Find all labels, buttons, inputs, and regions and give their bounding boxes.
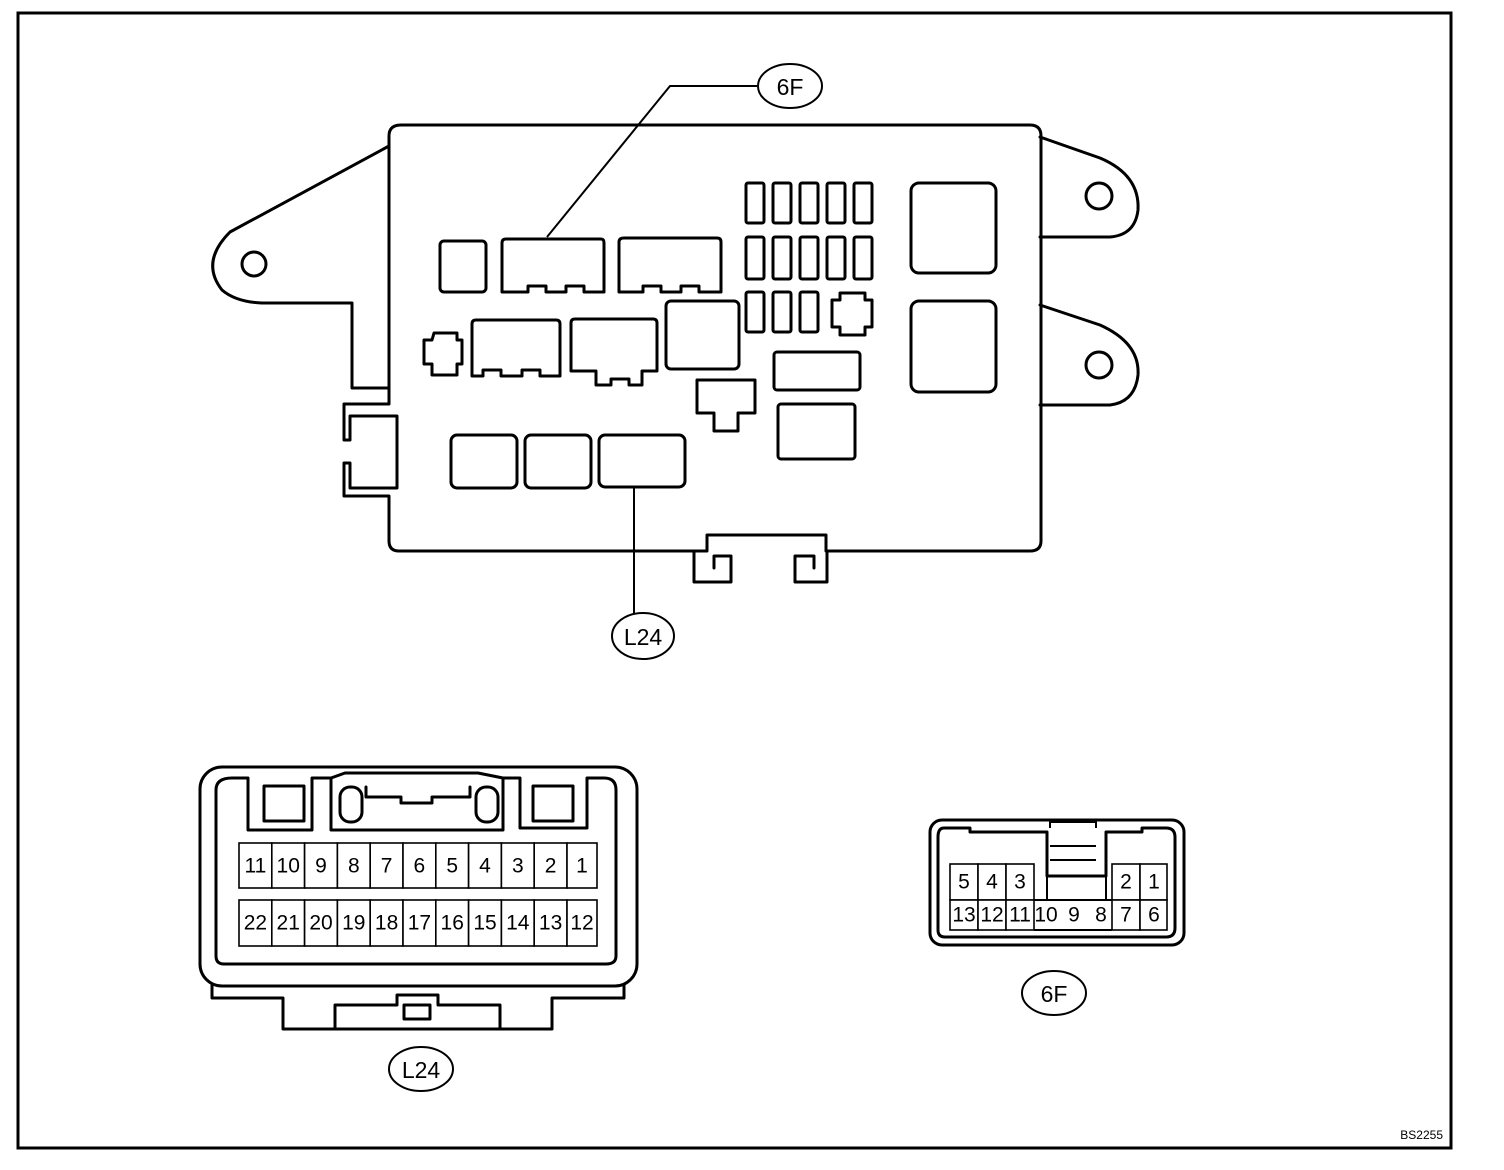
right-upper-bracket (1038, 135, 1140, 239)
round-relay (830, 291, 874, 337)
l24-window-left (262, 784, 306, 823)
bottom-tab-right (793, 549, 829, 584)
figure-code: BS2255 (1400, 1128, 1443, 1142)
6f-pin: 6 (1148, 904, 1160, 927)
socket-middle (569, 317, 659, 387)
6f-pin-row-1-right: 2 1 (1111, 863, 1168, 901)
relay-block (664, 299, 741, 371)
callout-6f-top-label: 6F (777, 74, 804, 100)
fuse-row-3 (744, 290, 820, 334)
6f-pin: 2 (1120, 871, 1132, 894)
bottom-tab-left (692, 549, 733, 584)
socket-middle-left (470, 318, 562, 378)
callout-l24-top: L24 (611, 612, 675, 660)
l24-pin: 13 (539, 912, 562, 935)
6f-pin: 9 (1068, 904, 1080, 927)
l24-pin: 17 (408, 912, 431, 935)
l24-pin: 20 (309, 912, 332, 935)
callout-l24-top-label: L24 (624, 624, 663, 650)
6f-pin: 11 (1009, 904, 1031, 927)
socket-l24 (597, 433, 687, 489)
connector-6f: 5 4 3 2 1 13 12 11 10 9 8 7 6 (928, 818, 1186, 947)
large-relay-upper (909, 181, 998, 275)
l24-bottom-latch (210, 983, 626, 1031)
left-mounting-bracket (211, 144, 391, 390)
figure-frame (16, 11, 1453, 1150)
6f-pin: 10 (1034, 904, 1057, 927)
socket-bottom-2 (523, 433, 593, 490)
l24-pin: 9 (315, 855, 327, 878)
l24-pin: 3 (512, 855, 524, 878)
l24-window-right (531, 784, 575, 823)
6f-pin: 7 (1120, 904, 1132, 927)
connector-l24: 11 10 9 8 7 6 5 4 3 2 1 22 21 (198, 765, 639, 1031)
l24-pin: 21 (277, 912, 300, 935)
small-fuse-block (438, 239, 488, 294)
right-upper-mount-hole (1084, 181, 1114, 211)
flat-relay-2 (776, 402, 857, 461)
6f-inner-shell (936, 826, 1177, 939)
junction-block-body (342, 123, 1043, 553)
callout-l24-bottom: L24 (388, 1046, 454, 1092)
6f-pin-row-2: 13 12 11 10 9 8 7 6 (949, 899, 1168, 931)
l24-pin-row-2: 22 21 20 19 18 17 16 15 14 13 12 (238, 899, 598, 947)
l24-pin: 5 (446, 855, 458, 878)
left-mount-hole (240, 250, 268, 278)
l24-pin: 12 (570, 912, 593, 935)
callout-l24-bottom-label: L24 (402, 1057, 441, 1083)
large-relay-lower (909, 299, 998, 394)
l24-pin: 8 (348, 855, 360, 878)
l24-pin: 22 (244, 912, 267, 935)
l24-pin: 11 (244, 855, 266, 878)
6f-pin-row-1-left: 5 4 3 (949, 863, 1035, 901)
callout-6f-bottom-label: 6F (1041, 981, 1068, 1007)
small-keyed-connector (422, 331, 464, 377)
l24-outer-shell (198, 765, 639, 988)
l24-pin: 16 (441, 912, 464, 935)
l24-pin: 1 (576, 855, 588, 878)
leader-6f (546, 85, 757, 238)
right-lower-bracket (1038, 303, 1140, 407)
6f-pin: 4 (986, 871, 998, 894)
t-shaped-connector (695, 378, 757, 433)
callout-6f-bottom: 6F (1021, 970, 1087, 1016)
l24-pin-row-1: 11 10 9 8 7 6 5 4 3 2 1 (238, 842, 598, 889)
junction-block (211, 123, 1140, 584)
l24-pin: 19 (342, 912, 365, 935)
6f-pin: 8 (1095, 904, 1107, 927)
l24-pin: 15 (473, 912, 496, 935)
6f-pin: 5 (958, 871, 970, 894)
6f-pin: 13 (952, 904, 975, 927)
6f-outer-shell (928, 818, 1186, 947)
6f-pin: 1 (1148, 871, 1160, 894)
l24-pin: 4 (479, 855, 491, 878)
l24-inner-shell (214, 771, 618, 966)
fuse-row-1 (744, 181, 874, 225)
right-lower-mount-hole (1084, 350, 1114, 380)
socket-bottom-1 (449, 433, 519, 490)
l24-pin: 2 (545, 855, 557, 878)
l24-pin: 14 (506, 912, 530, 935)
l24-pin: 10 (277, 855, 300, 878)
6f-pin: 3 (1014, 871, 1026, 894)
callout-6f-top: 6F (757, 63, 823, 109)
flat-relay-1 (772, 350, 862, 392)
l24-pin: 7 (381, 855, 393, 878)
socket-upper-right (617, 236, 723, 294)
6f-pin: 12 (980, 904, 1003, 927)
fuse-row-2 (744, 235, 874, 281)
socket-6f (500, 237, 606, 294)
l24-pin: 6 (414, 855, 426, 878)
l24-pin: 18 (375, 912, 398, 935)
